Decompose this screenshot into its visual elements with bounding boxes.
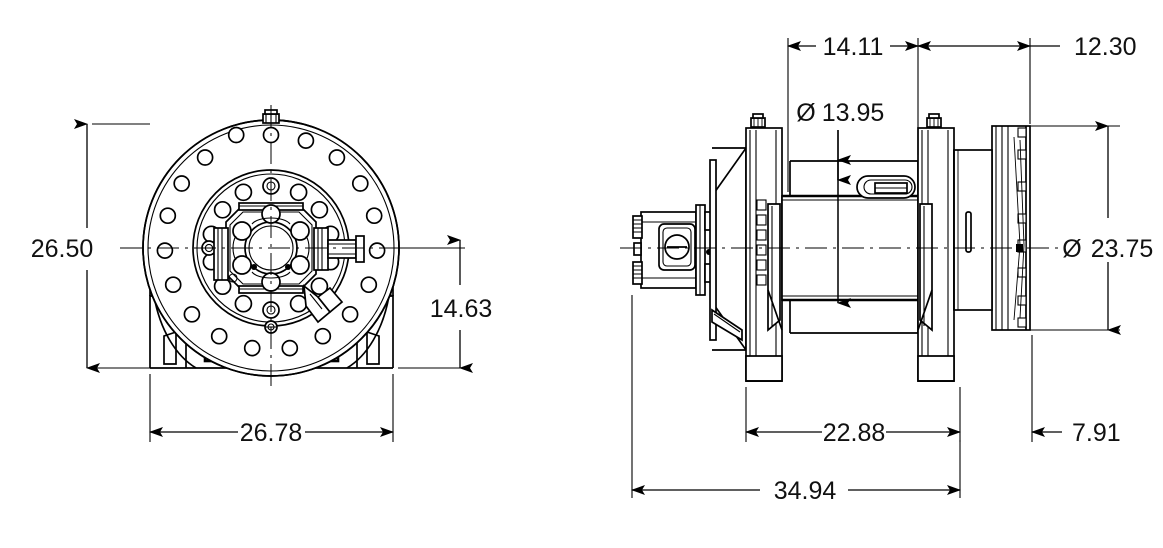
end-view-geometry	[120, 105, 432, 392]
diameter-symbol-icon-2: Ø	[1062, 235, 1081, 263]
brake-housing	[953, 125, 1031, 331]
dim-label-brake-overhang: 7.91	[1072, 419, 1121, 447]
grease-fitting	[302, 284, 344, 324]
gearbox-housing	[709, 145, 747, 353]
dim-drum-barrel-length: 14.11	[787, 33, 919, 192]
diameter-symbol-icon: Ø	[796, 99, 815, 127]
left-flange-bolt-strip	[756, 199, 767, 286]
dim-overall-length: 34.94	[631, 295, 961, 505]
dim-brake-section-length: 12.30	[917, 33, 1137, 124]
dim-drum-core-diameter: Ø 13.95	[796, 99, 885, 308]
hydraulic-motor	[632, 204, 713, 296]
flange-bolt-circle-outer	[156, 119, 386, 357]
dim-label-drum-barrel-length: 14.11	[823, 33, 884, 61]
end-view-dimensions: 26.50 14.63 26.78	[31, 119, 493, 447]
dim-label-center-height: 14.63	[430, 295, 493, 323]
hub-side-lug	[228, 273, 238, 283]
dim-flange-diameter: Ø 23.75	[1000, 121, 1154, 335]
side-view-geometry	[620, 113, 1060, 382]
dim-overall-width: 26.78	[149, 374, 394, 447]
rope-anchor-wedge	[856, 175, 916, 199]
dim-label-overall-length: 34.94	[774, 477, 837, 505]
dim-label-overall-height: 26.50	[31, 235, 94, 263]
side-view-dimensions: 14.11 12.30 Ø 13.95 Ø 23.75	[631, 33, 1154, 505]
drum-flange-left	[745, 113, 783, 382]
dim-label-drum-core-diameter: 13.95	[822, 99, 885, 127]
dim-mount-base-length: 22.88	[745, 387, 961, 447]
dim-label-brake-section-length: 12.30	[1074, 33, 1137, 61]
dim-label-overall-width: 26.78	[240, 419, 303, 447]
dim-overall-height: 26.50	[31, 119, 150, 373]
dim-brake-overhang: 7.91	[1031, 335, 1121, 447]
dim-center-height: 14.63	[398, 235, 493, 373]
dim-label-mount-base-length: 22.88	[823, 419, 886, 447]
dim-label-flange-diameter: 23.75	[1091, 235, 1154, 263]
